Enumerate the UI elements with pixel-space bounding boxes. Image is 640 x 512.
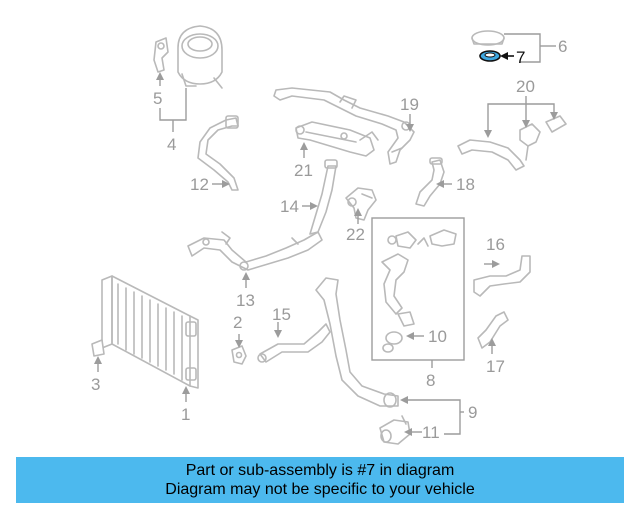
lower-hose	[315, 277, 399, 408]
coolant-reservoir	[177, 25, 223, 89]
callout-20-bracket	[487, 103, 555, 134]
callout-11: 11	[422, 423, 440, 442]
hose-14	[309, 159, 338, 235]
callout-6: 6	[558, 37, 567, 56]
callout-18: 18	[456, 175, 475, 194]
callout-22: 22	[346, 225, 365, 244]
thermostat-22	[345, 187, 377, 221]
callout-20: 20	[516, 77, 535, 96]
callout-10: 10	[428, 327, 447, 346]
connector-11	[379, 415, 411, 445]
callout-3: 3	[91, 375, 100, 394]
reservoir-cap-6	[471, 30, 505, 46]
callout-7: 7	[516, 48, 525, 67]
coolant-flange-21	[295, 121, 379, 157]
hose-16	[473, 255, 531, 297]
callout-19: 19	[400, 95, 419, 114]
hose-17	[477, 311, 509, 349]
coolant-pipe-13	[187, 231, 323, 271]
info-banner: Part or sub-assembly is #7 in diagram Di…	[16, 457, 624, 503]
hose-15	[257, 323, 331, 363]
hose-12	[197, 115, 239, 191]
radiator	[101, 275, 199, 389]
coolant-pipe-19	[273, 87, 415, 165]
assembly-8-parts	[381, 229, 457, 353]
reservoir-sensor	[153, 37, 169, 73]
assembly-8-box	[371, 217, 465, 361]
bracket-2	[231, 345, 247, 365]
banner-line-1: Part or sub-assembly is #7 in diagram	[185, 462, 455, 479]
callout-14: 14	[280, 197, 299, 216]
seal-ring-7	[479, 50, 501, 62]
callout-1: 1	[181, 405, 190, 424]
callout-9-bracket	[404, 399, 461, 435]
callout-13: 13	[236, 291, 255, 310]
callout-4: 4	[167, 135, 176, 154]
parts-diagram: 5 4 12 19 21 14 22	[91, 25, 567, 445]
callout-8: 8	[426, 371, 435, 390]
hose-18	[415, 157, 445, 207]
bracket-3	[91, 339, 105, 357]
callout-12: 12	[190, 175, 209, 194]
banner-line-2: Diagram may not be specific to your vehi…	[165, 481, 475, 498]
callout-15: 15	[272, 305, 291, 324]
callout-5-4-lines	[156, 72, 187, 132]
callout-5: 5	[153, 89, 162, 108]
callout-6-bracket	[504, 33, 541, 63]
hose-20	[457, 115, 567, 171]
callout-17: 17	[486, 357, 505, 376]
callout-2: 2	[233, 313, 242, 332]
callout-16: 16	[486, 235, 505, 254]
callout-21: 21	[294, 161, 313, 180]
callout-9: 9	[468, 403, 477, 422]
